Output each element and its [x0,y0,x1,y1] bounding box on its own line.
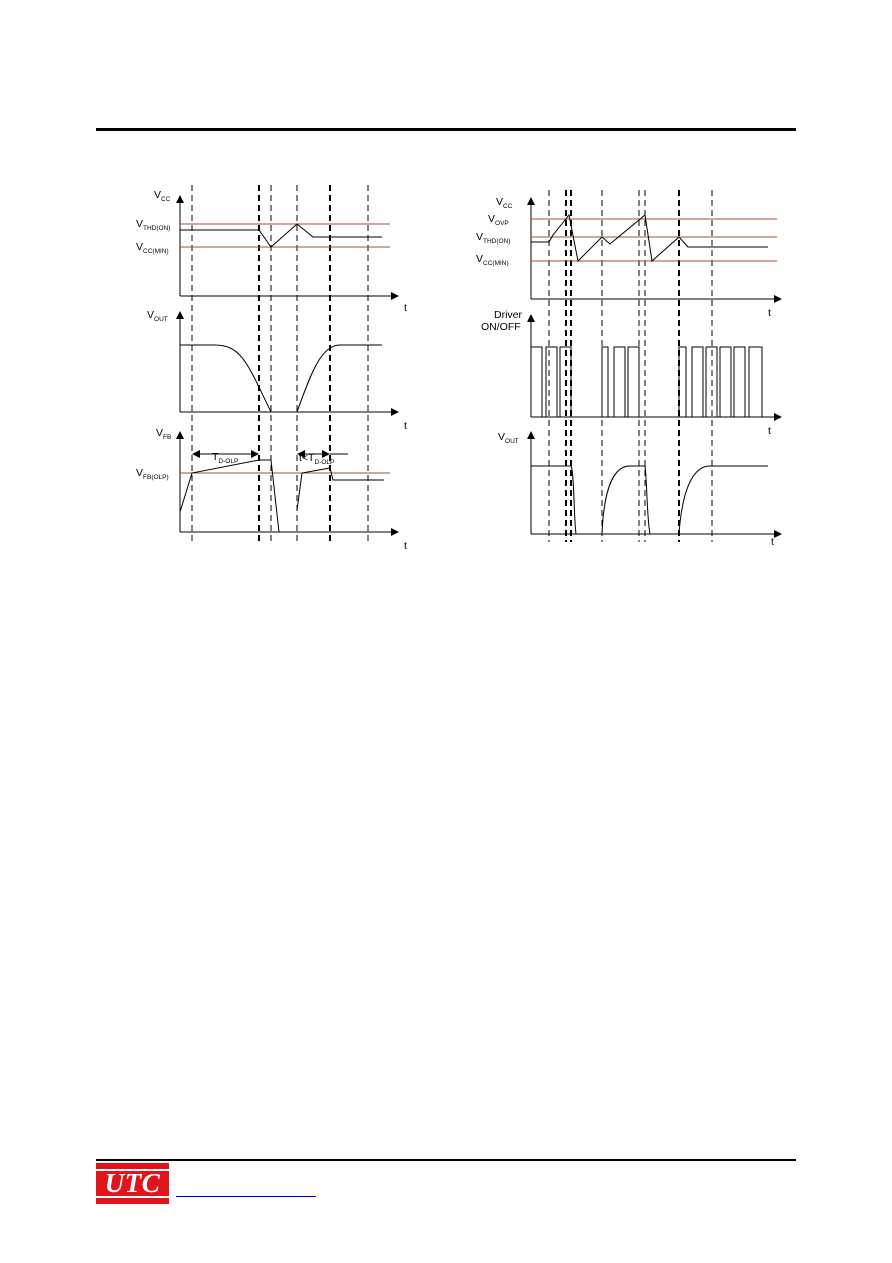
right-vcc-panel [527,197,782,303]
right-t-label-2: t [768,425,771,437]
left-vcc-waveform [180,223,382,248]
header-rule [96,128,796,131]
right-vout-label: VOUT [498,431,519,445]
left-timing-diagram [176,185,399,545]
right-timing-diagram [527,190,782,542]
right-driver-pulses [530,346,763,417]
right-labels: VCC VOVP VTHD(ON) VCC(MIN) t Driver ON/O… [476,196,774,548]
left-vout-panel [176,311,399,416]
right-driver-label-1: Driver [494,309,523,321]
right-t-label-1: t [768,307,771,319]
right-t-label-3: t [771,536,774,548]
left-vfb-waveform-2 [296,467,384,511]
utc-logo: UTC [96,1163,169,1204]
website-link-underline[interactable] [176,1196,316,1197]
left-vfb-olp-label: VFB(OLP) [136,467,169,481]
t-short-label: t<TD-OLP [299,452,334,466]
left-vout-waveform [180,344,382,413]
left-vcc-label: VCC [154,189,171,203]
right-vout-panel [527,431,782,538]
left-vfb-waveform-1 [179,459,280,533]
left-time-markers [191,185,369,545]
right-driver-panel [527,314,782,421]
left-vout-label: VOUT [147,309,168,323]
right-vout-waveform [531,465,768,535]
right-vcc-waveform [531,213,768,263]
right-vthd-on-label: VTHD(ON) [476,231,510,245]
left-t-label-2: t [404,420,407,432]
left-vfb-panel [176,431,399,536]
right-vcc-label: VCC [496,196,513,210]
left-t-label-3: t [404,540,407,552]
right-vovp-label: VOVP [488,213,509,227]
utc-logo-text: UTC [104,1168,161,1198]
left-vthd-on-label: VTHD(ON) [136,218,170,232]
right-vcc-min-label: VCC(MIN) [476,253,509,267]
right-driver-label-2: ON/OFF [481,321,521,333]
t-delay-label: TD-OLP [212,451,238,465]
left-labels: VCC VTHD(ON) VCC(MIN) t VOUT t VFB VFB(O… [136,189,407,552]
left-t-label-1: t [404,302,407,314]
left-vcc-panel [176,195,399,300]
footer-rule [96,1159,796,1161]
left-vcc-min-label: VCC(MIN) [136,241,169,255]
left-vfb-label: VFB [156,427,171,441]
